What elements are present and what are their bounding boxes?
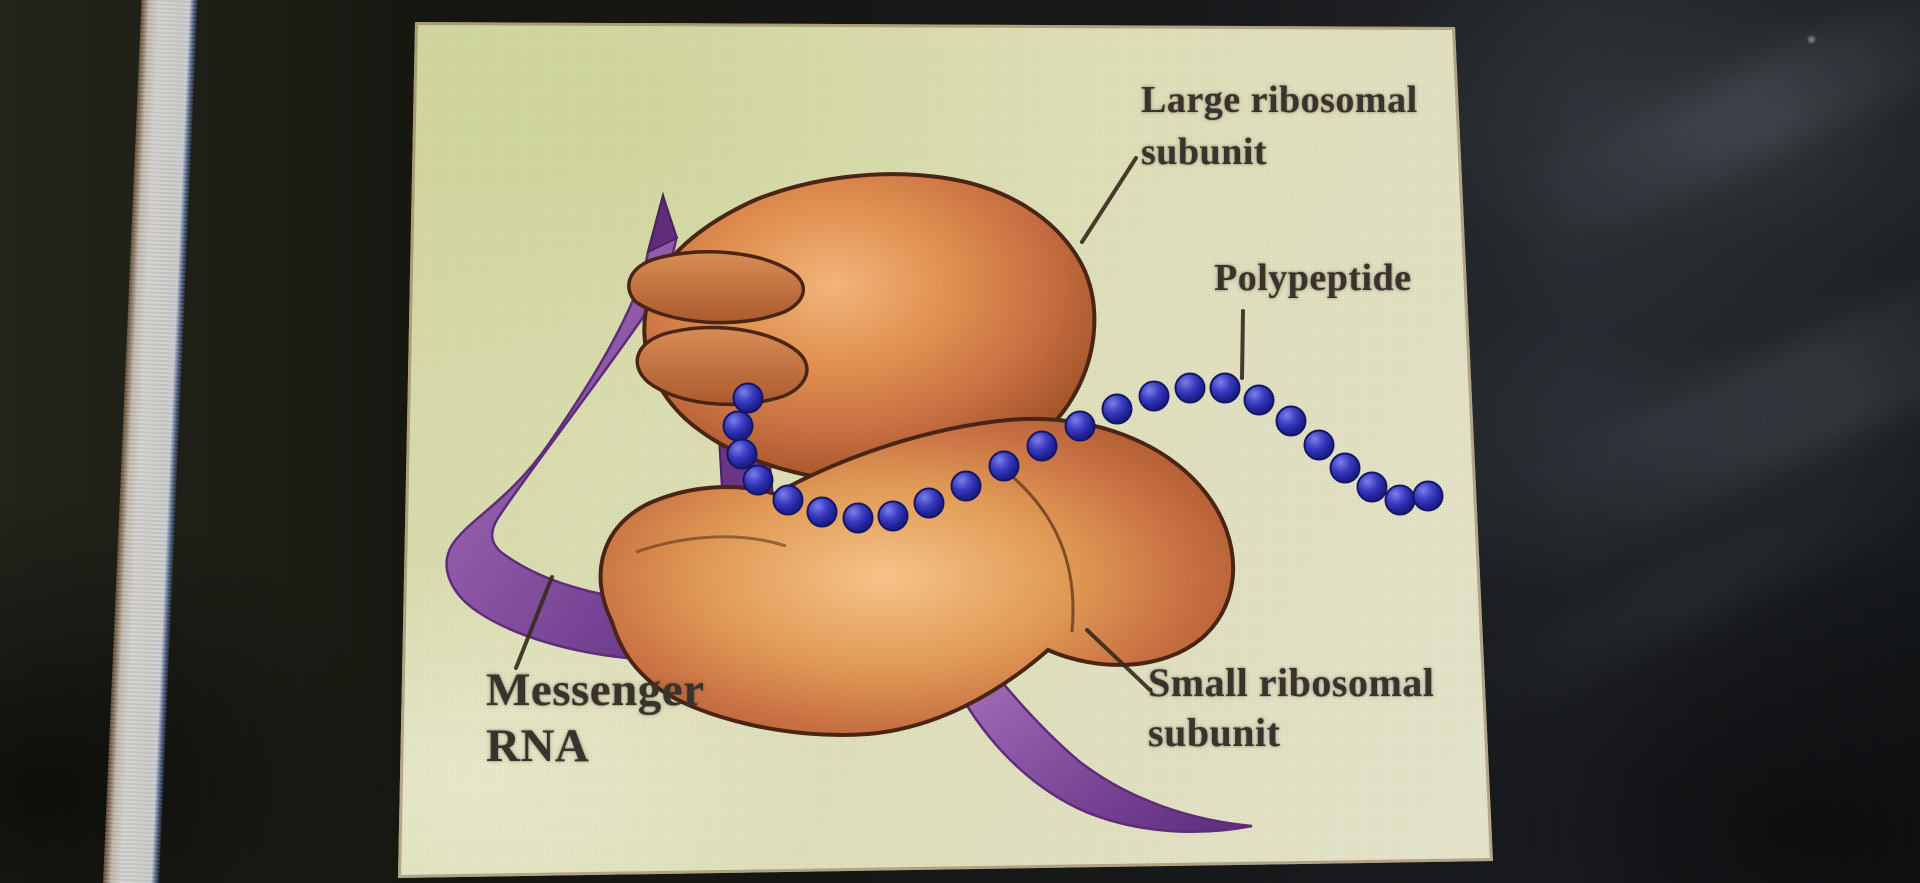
polypeptide-bead	[1412, 480, 1444, 512]
polypeptide-bead	[1138, 380, 1170, 412]
small-ribosomal-subunit-shape	[598, 417, 1236, 737]
label-small-ribosomal-subunit: Small ribosomal subunit	[1148, 658, 1434, 758]
label-line: subunit	[1141, 131, 1268, 173]
polypeptide-bead-chain	[722, 372, 1444, 534]
polypeptide-bead	[726, 438, 758, 470]
polypeptide-bead	[772, 484, 804, 516]
polypeptide-bead	[988, 450, 1020, 482]
polypeptide-bead	[1356, 471, 1388, 503]
polypeptide-bead	[1064, 410, 1096, 442]
label-polypeptide: Polypeptide	[1214, 254, 1412, 302]
polypeptide-bead	[806, 496, 838, 528]
leader-large-subunit	[1080, 156, 1138, 244]
leader-messenger-rna	[514, 575, 554, 670]
polypeptide-bead	[1209, 372, 1241, 404]
polypeptide-bead	[742, 464, 774, 496]
label-line: RNA	[486, 720, 590, 772]
dust-speck	[1808, 36, 1815, 43]
polypeptide-bead	[722, 410, 754, 442]
leader-small-subunit	[1085, 628, 1152, 692]
label-messenger-rna: Messenger RNA	[486, 662, 705, 774]
polypeptide-bead	[1384, 484, 1416, 516]
label-line: Small ribosomal	[1148, 660, 1435, 705]
polypeptide-bead	[1101, 393, 1133, 425]
polypeptide-bead	[950, 470, 982, 502]
polypeptide-bead	[1174, 372, 1206, 404]
label-line: Large ribosomal	[1141, 79, 1418, 121]
polypeptide-bead	[1329, 452, 1361, 484]
polypeptide-bead	[732, 382, 764, 414]
label-line: Polypeptide	[1214, 257, 1412, 299]
leader-polypeptide	[1240, 309, 1245, 380]
polypeptide-bead	[877, 500, 909, 532]
polypeptide-bead	[1303, 429, 1335, 461]
polypeptide-bead	[1026, 430, 1058, 462]
label-large-ribosomal-subunit: Large ribosomal subunit	[1141, 74, 1418, 178]
label-line: Messenger	[486, 664, 705, 716]
polypeptide-bead	[842, 502, 874, 534]
label-line: subunit	[1148, 710, 1281, 755]
label-leader-lines	[514, 156, 1245, 692]
polypeptide-bead	[1275, 405, 1307, 437]
polypeptide-bead	[1243, 384, 1275, 416]
polypeptide-bead	[913, 487, 945, 519]
